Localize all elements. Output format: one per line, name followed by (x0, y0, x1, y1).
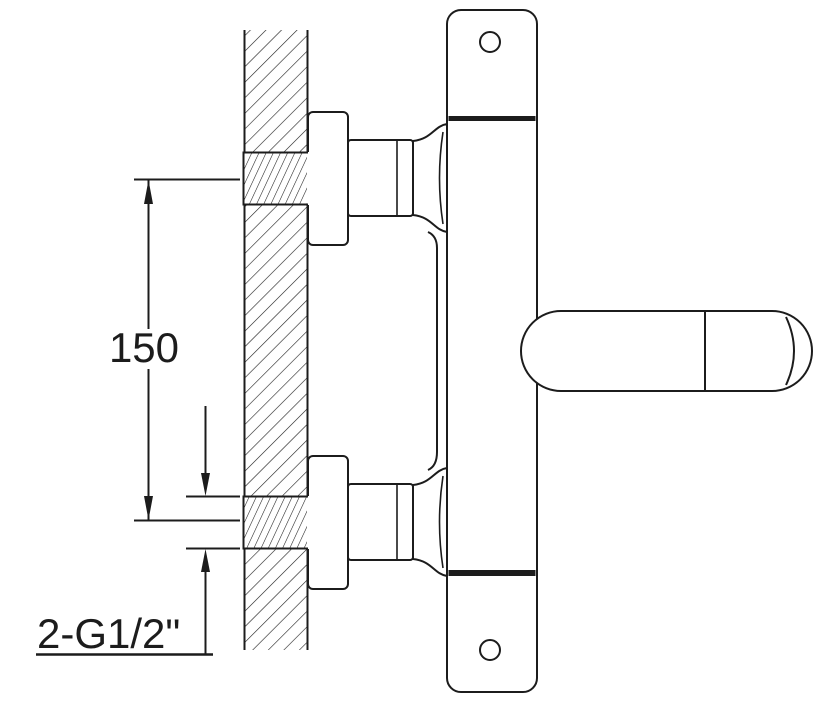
top-inlet-bell (412, 122, 448, 234)
bottom-inlet (242, 455, 448, 590)
handle-end-dome (785, 316, 795, 386)
thread-label: 2-G1/2" (37, 610, 180, 657)
dim-150-label: 150 (109, 324, 179, 371)
bottom-union-nut (347, 483, 414, 561)
top-pipe-thread-hatch (244, 153, 307, 204)
handle-lever (520, 310, 813, 392)
bottom-inlet-bell-arc (438, 475, 444, 569)
bottom-pipe-thread-hatch (244, 497, 307, 548)
arrowhead-up-small-icon (201, 549, 210, 572)
top-pipe-outline (242, 151, 308, 206)
bottom-screw-hole (479, 639, 501, 661)
top-inlet-bell-arc (438, 131, 444, 225)
bridge-edge (427, 231, 438, 471)
mixer-body (446, 9, 538, 693)
bottom-pipe-outline (242, 495, 308, 550)
top-union-nut (347, 139, 414, 217)
body-top-seam (448, 116, 536, 121)
bottom-inlet-bell (412, 466, 448, 578)
body-bottom-seam (448, 570, 536, 576)
arrowhead-up-icon (144, 180, 153, 204)
top-inlet (242, 111, 448, 246)
top-screw-hole (479, 31, 501, 53)
arrowhead-down-icon (144, 496, 153, 520)
wall-hatch (244, 30, 307, 650)
bottom-escutcheon (307, 455, 349, 590)
body-bridge (427, 231, 438, 471)
dim-150-label-mask (106, 329, 183, 369)
wall-section (243, 30, 309, 650)
dimension-150: 150 (106, 178, 240, 522)
arrowhead-down-small-icon (201, 473, 210, 496)
top-escutcheon (307, 111, 349, 246)
dimension-thread: 2-G1/2" (36, 406, 240, 657)
handle-outline (520, 310, 813, 392)
